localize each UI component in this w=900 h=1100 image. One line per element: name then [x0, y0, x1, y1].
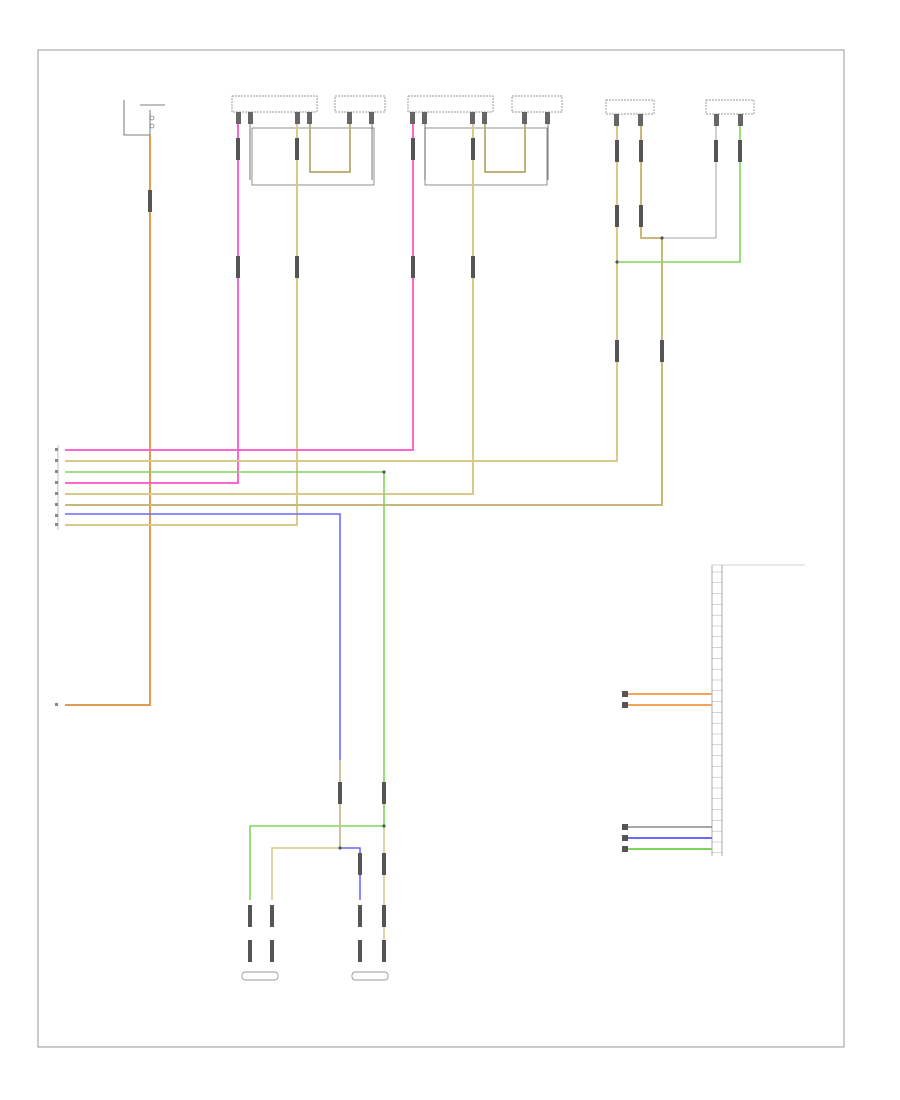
wire-green-right-rear	[617, 126, 741, 263]
wire-tan-front-left	[65, 124, 298, 526]
wire-tan-left-rear	[271, 760, 341, 900]
wire-white-right-rear	[662, 126, 717, 239]
wire-blue-left-rear	[65, 513, 361, 900]
wire-tan-right-rear	[65, 126, 618, 462]
diagram-frame	[37, 49, 845, 1048]
wire-green-left-rear	[65, 471, 385, 900]
front-right-speaker-group	[407, 95, 563, 186]
wire-orange	[65, 135, 151, 706]
wire-pink-front-right	[65, 124, 414, 451]
left-connector-pins	[55, 445, 59, 706]
left-rear-tweeter	[241, 971, 279, 981]
wire-dark-tan-right-rear	[65, 126, 663, 506]
wire-tan-front-right	[65, 124, 474, 495]
front-left-speaker-group	[231, 95, 386, 186]
right-rear-speaker-group	[605, 99, 755, 126]
radio-connector	[622, 564, 805, 856]
left-rear-door-speaker	[351, 971, 389, 981]
fuse-block	[123, 100, 165, 136]
wire-pink-front-left	[65, 124, 239, 484]
